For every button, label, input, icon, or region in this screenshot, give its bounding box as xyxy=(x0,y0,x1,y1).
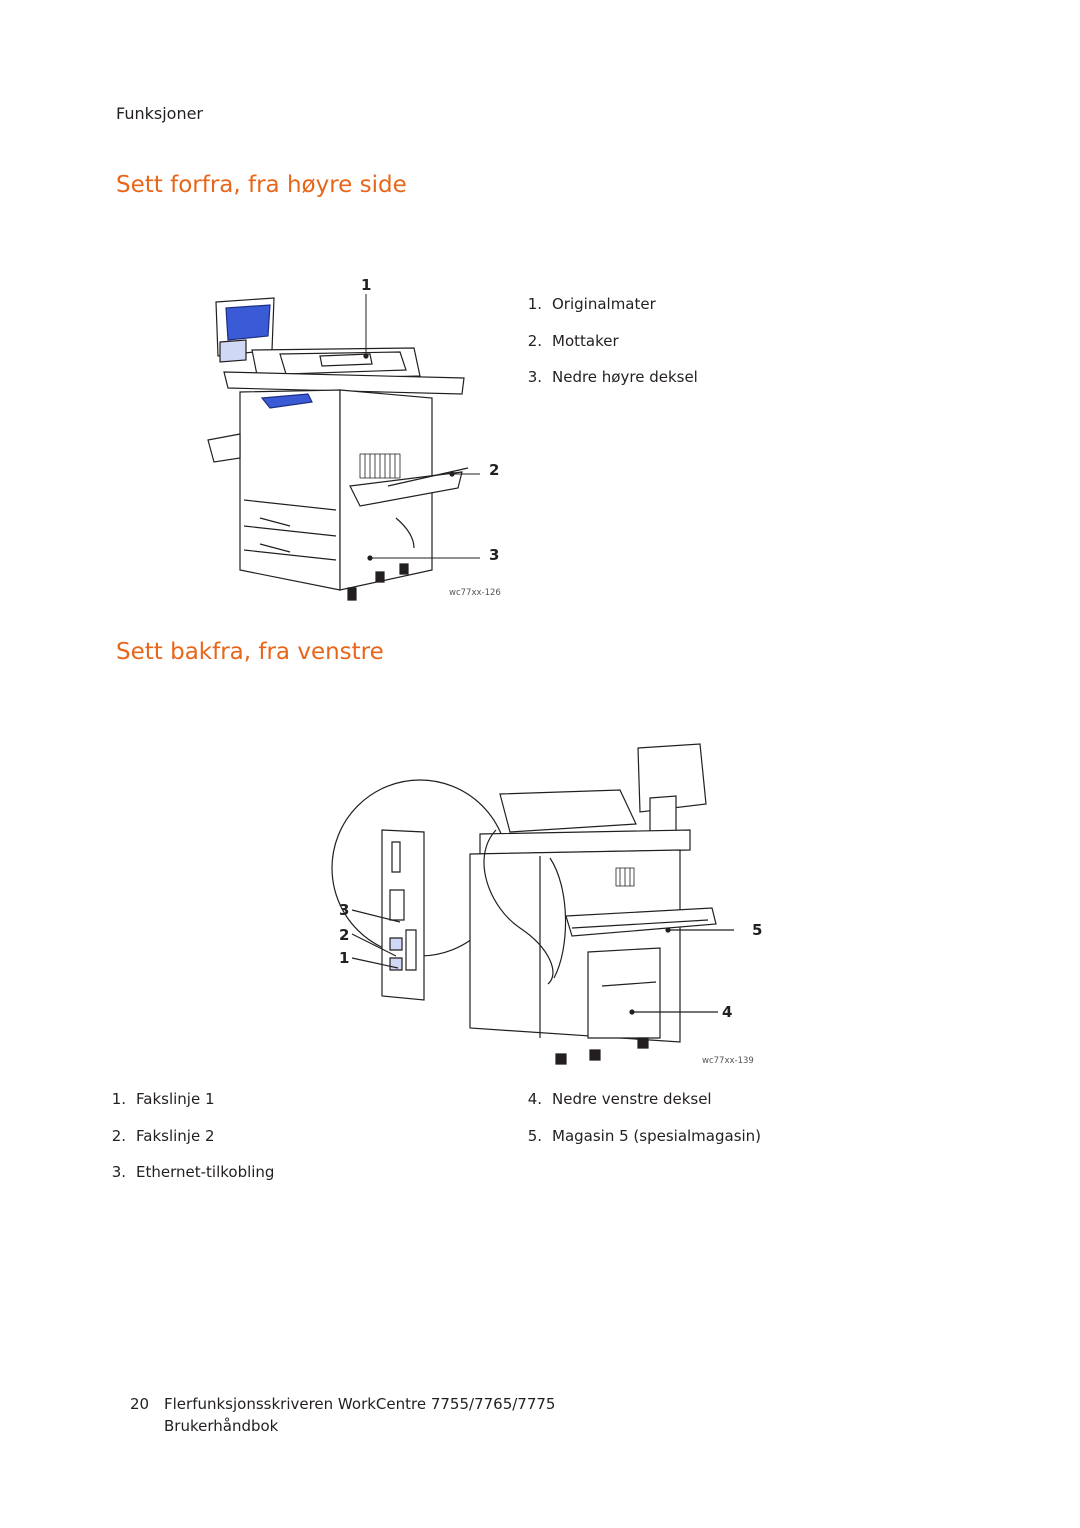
list-item: 4. Nedre venstre deksel xyxy=(516,1090,761,1127)
item-number: 3. xyxy=(527,368,542,386)
callout-5: 5 xyxy=(752,921,763,939)
list-item: 1. Fakslinje 1 xyxy=(100,1090,274,1127)
item-label: Originalmater xyxy=(552,295,656,313)
item-label: Magasin 5 (spesialmagasin) xyxy=(552,1126,762,1145)
callout-2: 2 xyxy=(339,926,350,944)
section-title-front-view: Sett forfra, fra høyre side xyxy=(116,172,407,198)
item-label: Fakslinje 1 xyxy=(136,1090,215,1108)
figure-code: wc77xx-139 xyxy=(702,1056,754,1066)
item-number: 1. xyxy=(527,295,542,313)
callout-2: 2 xyxy=(489,461,500,479)
item-number: 2. xyxy=(527,331,542,350)
list-item: 2. Fakslinje 2 xyxy=(100,1127,274,1164)
running-header: Funksjoner xyxy=(116,104,204,123)
item-number: 1. xyxy=(111,1090,126,1108)
back-view-legend-left: 1. Fakslinje 1 2. Fakslinje 2 3. Ethernet-t… xyxy=(100,1090,275,1200)
item-label: Ethernet-tilkobling xyxy=(136,1163,275,1181)
item-number: 4. xyxy=(527,1090,542,1108)
list-item: 3. Nedre høyre deksel xyxy=(516,368,698,405)
front-view-legend: 1. Originalmater 2. Mottaker 3. Nedre høyre… xyxy=(516,295,698,405)
callout-1: 1 xyxy=(361,276,372,294)
footer-subtitle: Brukerhåndbok xyxy=(164,1417,279,1435)
item-number: 5. xyxy=(527,1126,542,1145)
callout-3: 3 xyxy=(339,901,350,919)
item-label: Mottaker xyxy=(552,331,619,350)
list-item: 1. Originalmater xyxy=(516,295,698,332)
item-label: Nedre venstre deksel xyxy=(552,1090,712,1108)
front-right-printer-illustration xyxy=(200,290,480,610)
item-number: 3. xyxy=(111,1163,126,1181)
back-view-legend-right: 4. Nedre venstre deksel 5. Magasin 5 (spes… xyxy=(516,1090,761,1163)
item-label: Nedre høyre deksel xyxy=(552,368,698,386)
list-item: 3. Ethernet-tilkobling xyxy=(100,1163,275,1200)
back-left-printer-illustration xyxy=(320,738,750,1068)
callout-1: 1 xyxy=(339,949,350,967)
item-number: 2. xyxy=(111,1126,126,1145)
item-label: Fakslinje 2 xyxy=(136,1126,215,1145)
list-item: 5. Magasin 5 (spesialmagasin) xyxy=(516,1127,761,1164)
callout-4: 4 xyxy=(722,1003,733,1021)
footer-title: Flerfunksjonsskriveren WorkCentre 7755/7… xyxy=(164,1395,556,1413)
figure-code: wc77xx-126 xyxy=(449,588,501,598)
page-number: 20 xyxy=(130,1395,150,1413)
callout-3: 3 xyxy=(489,546,500,564)
list-item: 2. Mottaker xyxy=(516,332,698,369)
section-title-back-view: Sett bakfra, fra venstre xyxy=(116,639,384,665)
